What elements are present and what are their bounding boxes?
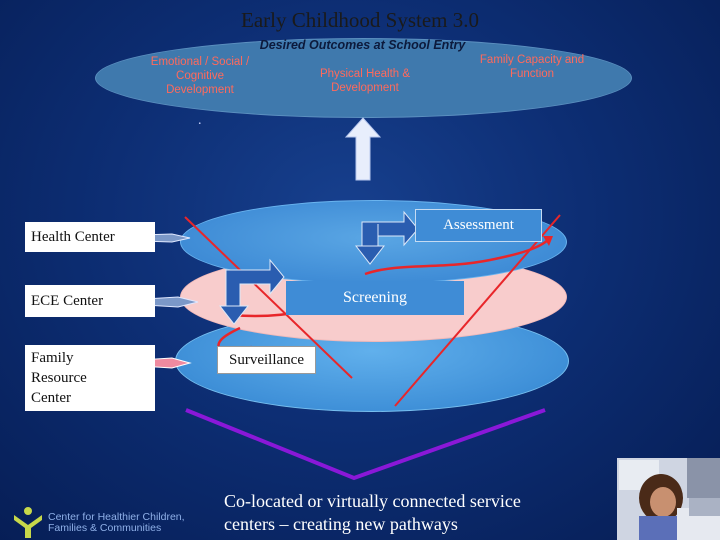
outcome-emotional-social-cognitive: Emotional / Social / Cognitive Developme…: [130, 55, 270, 97]
diagonal-red-line-left: [184, 216, 353, 379]
outcome-physical-health: Physical Health & Development: [295, 67, 435, 95]
surveillance-label: Surveillance: [217, 346, 316, 374]
logo-line: Center for Healthier Children,: [48, 511, 185, 523]
family-center-line: Center: [31, 390, 71, 406]
outcomes-heading: Desired Outcomes at School Entry: [259, 38, 466, 52]
logo-line: Families & Communities: [48, 522, 162, 534]
bottom-caption: Co-located or virtually connected servic…: [224, 490, 624, 536]
family-center-line: Resource: [31, 370, 87, 386]
slide-title: Early Childhood System 3.0: [241, 8, 479, 32]
logo-figure-icon: [14, 507, 42, 538]
outcomes-ellipse: [95, 38, 632, 118]
health-center-label: Health Center: [25, 222, 155, 252]
logo-text: Center for Healthier Children, Families …: [48, 512, 185, 534]
caption-line: Co-located or virtually connected servic…: [224, 491, 521, 511]
up-arrow-icon: [345, 117, 381, 181]
ece-center-label: ECE Center: [25, 285, 155, 317]
outcome-line: Development: [331, 82, 399, 94]
stray-dot: .: [198, 113, 202, 128]
family-center-line: Family: [31, 350, 74, 366]
outcome-family-capacity: Family Capacity and Function: [462, 53, 602, 81]
family-resource-center-label: Family Resource Center: [25, 345, 155, 411]
red-curve-to-assessment: [364, 238, 550, 276]
outcome-line: Physical Health &: [319, 68, 411, 80]
outcome-line: Family Capacity and: [479, 54, 585, 66]
purple-v-line: [185, 408, 546, 481]
bent-arrow-icon: [354, 210, 419, 265]
screening-label: Screening: [286, 281, 464, 315]
photo-illustration: [617, 458, 720, 540]
outcome-line: Development: [166, 84, 234, 96]
bent-arrow-icon: [218, 258, 285, 325]
child-at-computer-photo: [617, 458, 720, 540]
caption-line: centers – creating new pathways: [224, 514, 458, 534]
outcome-line: Emotional / Social /: [150, 56, 250, 68]
diagonal-red-line-right: [394, 214, 561, 407]
red-arrowhead-icon: [543, 236, 553, 246]
outcome-line: Function: [509, 68, 555, 80]
assessment-label: Assessment: [415, 209, 542, 242]
outcome-line: Cognitive: [176, 70, 224, 82]
